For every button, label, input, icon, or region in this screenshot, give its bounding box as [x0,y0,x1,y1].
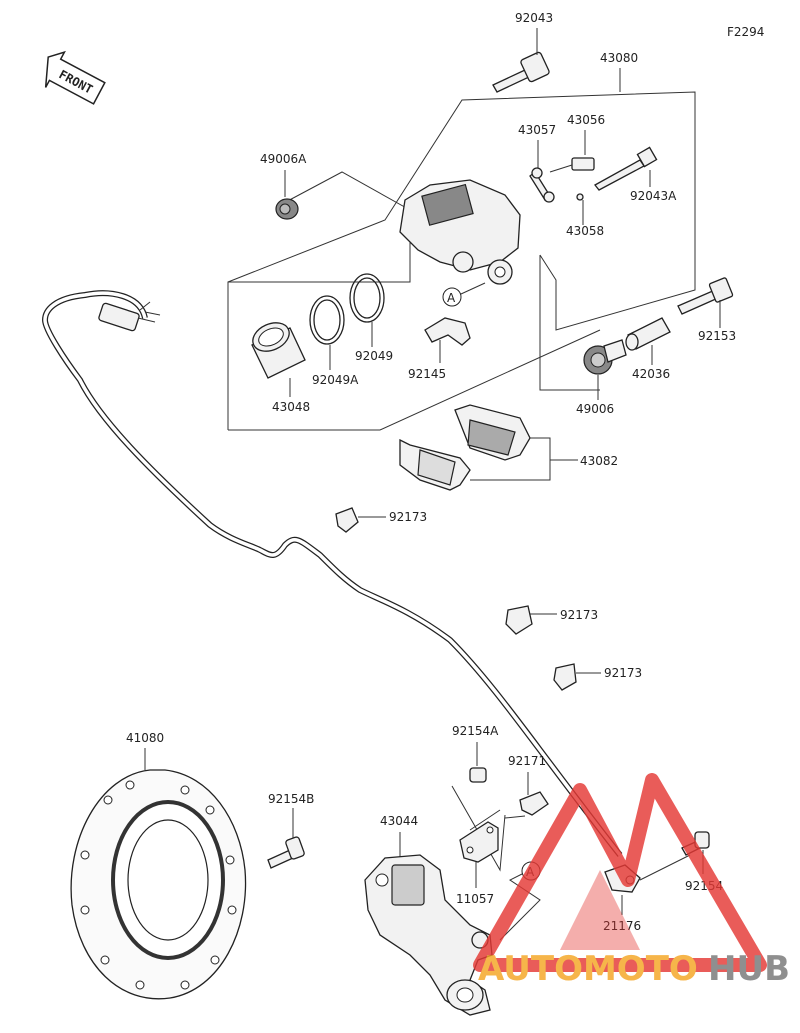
label-92153: 92153 [698,329,736,343]
label-92173-a: 92173 [389,510,427,524]
label-92173-c: 92173 [604,666,642,680]
caliper-bracket-43044 [364,854,493,1016]
label-49006A: 49006A [260,152,307,166]
label-43082: 43082 [580,454,618,468]
label-21176: 21176 [603,919,641,933]
label-92173-b: 92173 [560,608,598,622]
dust-boot-49006A [275,198,299,220]
label-92171: 92171 [508,754,546,768]
label-92154B: 92154B [268,792,314,806]
spring-92145 [424,317,471,346]
brake-disc-41080 [70,769,247,1000]
brake-pads-43082 [399,404,531,491]
ref-circle-a-upper [442,287,462,307]
watermark-part1: AUTOMOTO [478,949,698,989]
bolt-92154B [267,836,305,869]
pin-92043A [594,146,658,191]
label-43056: 43056 [567,113,605,127]
caliper-body [399,179,521,285]
label-49006: 49006 [576,402,614,416]
label-43080: 43080 [600,51,638,65]
label-43048: 43048 [272,400,310,414]
bolt-92154A [469,767,487,783]
label-43058: 43058 [566,224,604,238]
label-41080: 41080 [126,731,164,745]
seal-92049 [349,273,385,323]
clamp-92173-c [553,663,577,691]
label-92154A: 92154A [452,724,499,738]
assembly-boundary-43080 [227,91,696,431]
front-arrow-icon: FRONT [44,50,106,105]
label-43057: 43057 [518,123,556,137]
bolt-92153 [677,277,734,315]
ref-a-upper: A [447,291,456,305]
seal-92049A [309,295,345,345]
sleeve-42036 [625,317,671,351]
ball-43058 [576,193,584,201]
label-92043A: 92043A [630,189,677,203]
bracket-11057 [459,821,499,863]
bleeder-43056 [571,157,595,171]
label-92049: 92049 [355,349,393,363]
dust-boot-49006 [583,339,627,375]
figure-code: F2294 [727,25,764,39]
clip-92171 [519,791,549,816]
bolt-92043 [492,51,550,93]
hose-sensor-connector [98,301,161,332]
label-43044: 43044 [380,814,418,828]
label-42036: 42036 [632,367,670,381]
clamp-92173-a [335,507,359,533]
automotohub-logo: AUTOMOTO HUB [473,773,790,989]
watermark-part2: HUB [708,949,790,989]
label-92145: 92145 [408,367,446,381]
clamp-92173-b [505,605,533,635]
bleeder-cap-43057 [529,167,555,203]
label-11057: 11057 [456,892,494,906]
label-92043: 92043 [515,11,553,25]
piston-43048 [251,322,306,379]
label-92049A: 92049A [312,373,359,387]
